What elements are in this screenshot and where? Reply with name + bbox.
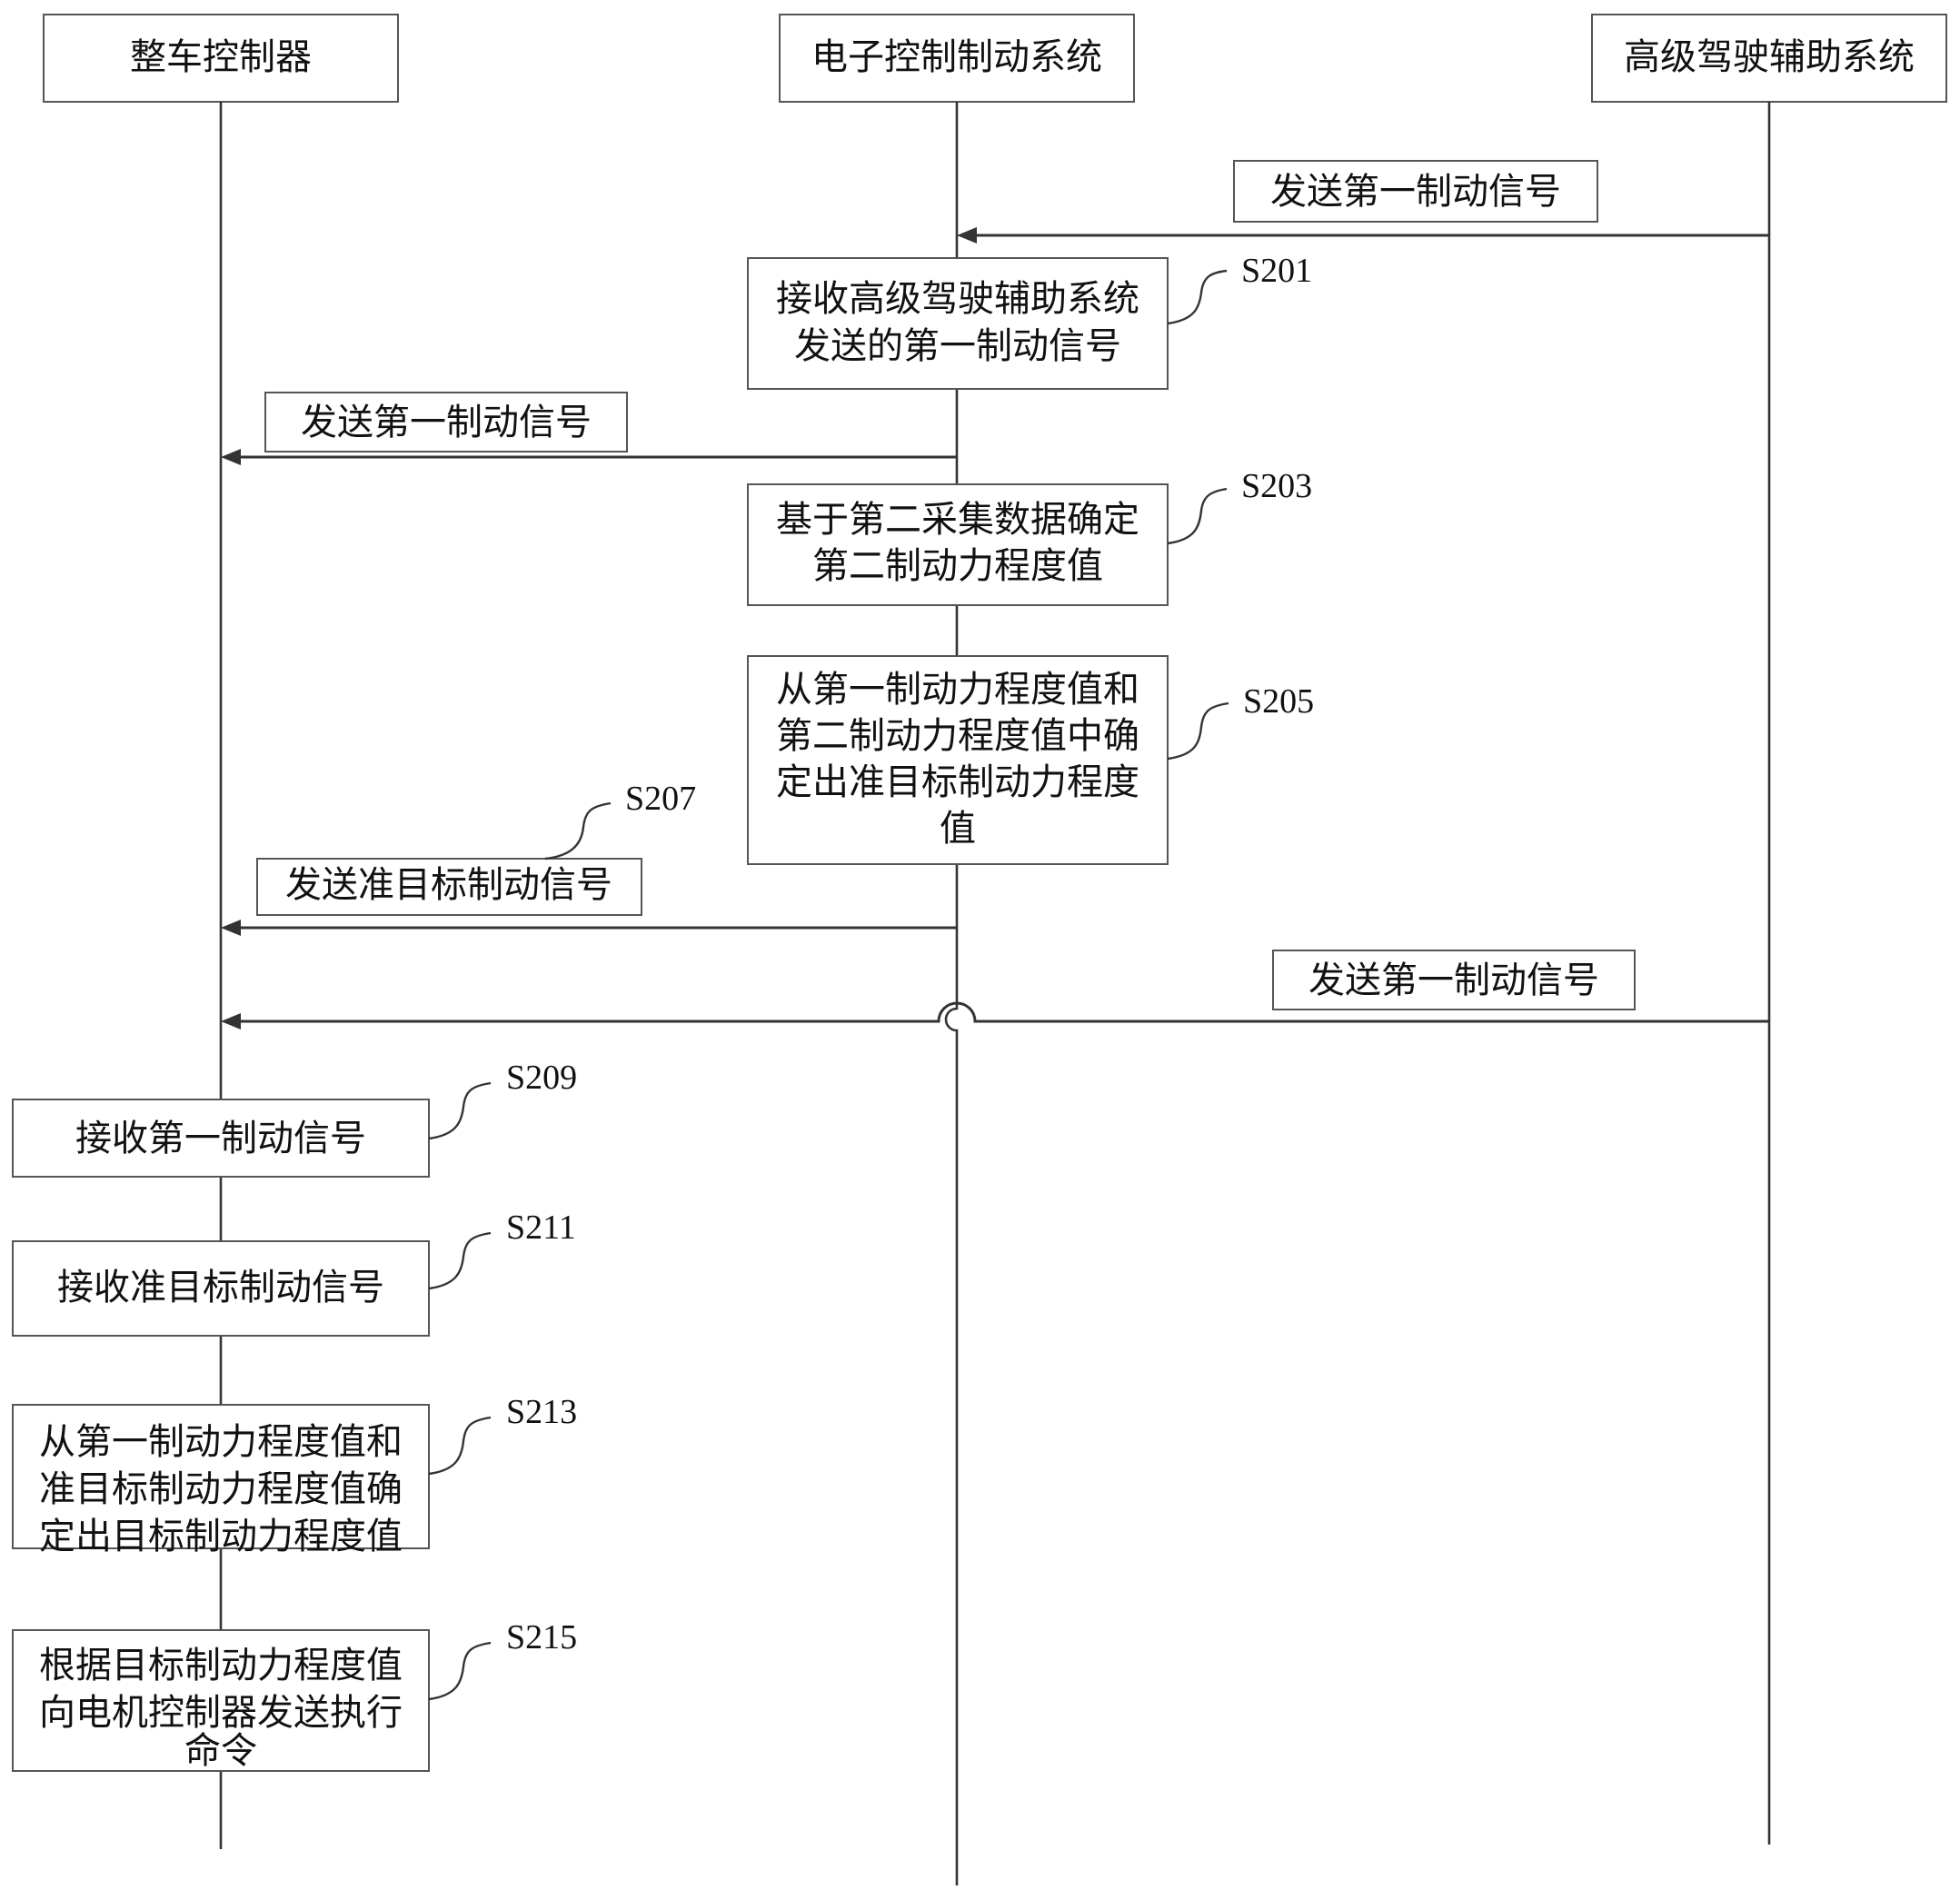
- step-s209-line-1: 接收第一制动信号: [75, 1118, 366, 1159]
- lifeline-header-adas: 高级驾驶辅助系统: [1591, 14, 1947, 103]
- arrow-head: [221, 920, 241, 936]
- step-s215-line-2: 向电机控制器发送执行: [39, 1692, 403, 1734]
- step-s211-line-1: 接收准目标制动信号: [57, 1267, 384, 1308]
- step-s211-id: S211: [506, 1209, 576, 1247]
- step-s209-id: S209: [506, 1059, 577, 1097]
- step-s201-line-1: 接收高级驾驶辅助系统: [776, 278, 1139, 320]
- arrow-head: [957, 227, 977, 244]
- message-ebs-to-vcu-1: 发送第一制动信号: [221, 392, 957, 465]
- message-label: 发送准目标制动信号: [285, 864, 612, 906]
- step-s205-line-4: 值: [940, 808, 976, 850]
- step-s215-line-1: 根据目标制动力程度值: [39, 1645, 403, 1686]
- step-s203: 基于第二采集数据确定 第二制动力程度值 S203: [747, 467, 1312, 606]
- step-s215: 根据目标制动力程度值 向电机控制器发送执行 命令 S215: [12, 1618, 577, 1772]
- step-s205-line-2: 第二制动力程度值中确: [776, 715, 1139, 757]
- step-s211: 接收准目标制动信号 S211: [12, 1209, 576, 1337]
- step-s213-id: S213: [506, 1393, 577, 1431]
- message-adas-to-vcu: 发送第一制动信号: [221, 950, 1769, 1030]
- step-s201: 接收高级驾驶辅助系统 发送的第一制动信号 S201: [747, 252, 1312, 390]
- step-s213-line-3: 定出目标制动力程度值: [39, 1516, 403, 1557]
- step-s201-line-2: 发送的第一制动信号: [794, 325, 1121, 367]
- message-label: 发送第一制动信号: [1270, 171, 1561, 213]
- message-ebs-to-vcu-2: 发送准目标制动信号 S207: [221, 780, 957, 936]
- step-s209: 接收第一制动信号 S209: [12, 1059, 577, 1178]
- step-s205-line-3: 定出准目标制动力程度: [776, 761, 1139, 803]
- lifeline-vcu-label: 整车控制器: [130, 36, 312, 78]
- step-s205-line-1: 从第一制动力程度值和: [776, 669, 1139, 711]
- arrow-head: [221, 1013, 241, 1030]
- step-s215-line-3: 命令: [184, 1730, 257, 1772]
- arrow-head: [221, 449, 241, 465]
- step-s201-id: S201: [1241, 252, 1312, 290]
- step-s203-line-1: 基于第二采集数据确定: [776, 499, 1139, 541]
- step-s215-id: S215: [506, 1618, 577, 1656]
- lifeline-ebs-label: 电子控制制动系统: [811, 36, 1102, 78]
- message-label: 发送第一制动信号: [301, 402, 592, 443]
- step-s207-id: S207: [625, 780, 696, 818]
- step-s203-line-2: 第二制动力程度值: [812, 545, 1103, 587]
- lifeline-ebs: [944, 102, 959, 1885]
- message-label: 发送第一制动信号: [1308, 960, 1599, 1001]
- step-s205-id: S205: [1243, 682, 1314, 721]
- lifeline-adas-label: 高级驾驶辅助系统: [1624, 36, 1915, 78]
- lifeline-header-vcu: 整车控制器: [43, 14, 399, 103]
- step-s205: 从第一制动力程度值和 第二制动力程度值中确 定出准目标制动力程度 值 S205: [747, 655, 1314, 865]
- step-s213-line-2: 准目标制动力程度值确: [39, 1468, 403, 1510]
- lifeline-header-ebs: 电子控制制动系统: [779, 14, 1135, 103]
- message-adas-to-ebs-1: 发送第一制动信号: [957, 160, 1769, 244]
- step-s213: 从第一制动力程度值和 准目标制动力程度值确 定出目标制动力程度值 S213: [12, 1393, 577, 1557]
- step-s203-id: S203: [1241, 467, 1312, 505]
- step-s213-line-1: 从第一制动力程度值和: [39, 1421, 403, 1463]
